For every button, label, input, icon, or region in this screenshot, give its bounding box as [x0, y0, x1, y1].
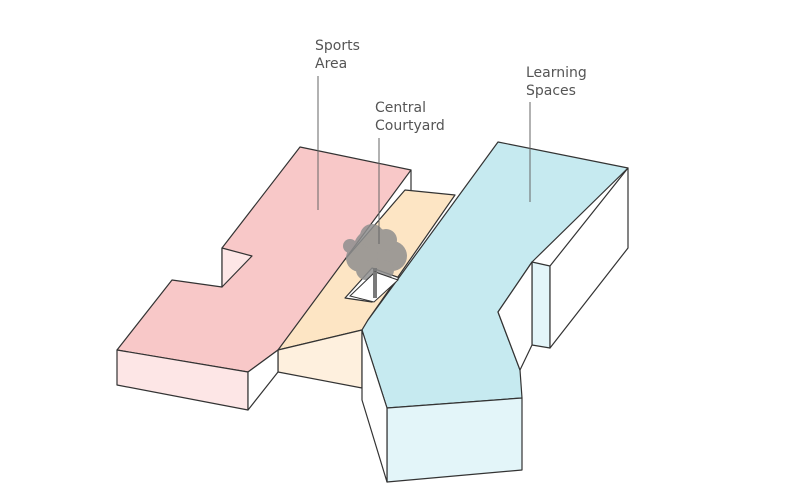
learning-spaces-recess [497, 261, 533, 371]
learning-spaces-left-side [361, 329, 388, 483]
sports-area-label-line2: Area [315, 56, 348, 72]
sports-area-label-line1: Sports [315, 38, 360, 54]
learning-spaces-top [361, 141, 629, 409]
sports-area-side [247, 349, 279, 411]
learning-spaces-inner-wall [531, 261, 551, 349]
central-courtyard-label-line2: Courtyard [375, 118, 445, 134]
tree-icon [343, 224, 407, 303]
sports-area-label: Sports Area [315, 37, 360, 73]
learning-spaces-label: Learning Spaces [526, 64, 587, 100]
central-courtyard-label: Central Courtyard [375, 99, 445, 135]
leader-lines [317, 76, 531, 244]
learning-spaces-label-line1: Learning [526, 65, 587, 81]
learning-spaces-label-line2: Spaces [526, 83, 576, 99]
sports-area-notch [221, 247, 253, 288]
central-courtyard-label-line1: Central [375, 100, 426, 116]
learning-spaces-right-side [549, 167, 629, 349]
learning-spaces-front [386, 397, 523, 483]
